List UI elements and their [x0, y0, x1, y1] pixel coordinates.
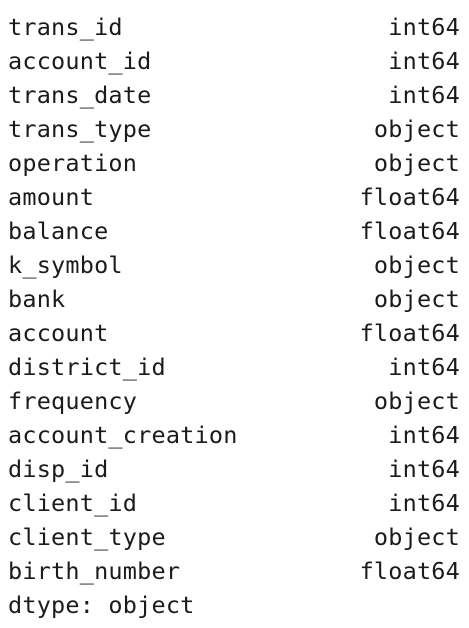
column-dtype: float64 [359, 217, 460, 245]
dtype-row: district_id int64 [8, 350, 460, 384]
column-dtype: int64 [388, 47, 460, 75]
column-name: birth_number [8, 557, 181, 585]
column-name: account_id [8, 47, 152, 75]
column-name: district_id [8, 353, 166, 381]
column-name: frequency [8, 387, 138, 415]
column-name: client_id [8, 489, 138, 517]
column-name: client_type [8, 523, 166, 551]
column-name: bank [8, 285, 66, 313]
dtype-row: trans_type object [8, 112, 460, 146]
column-dtype: int64 [388, 489, 460, 517]
column-dtype: float64 [359, 183, 460, 211]
column-name: account_creation [8, 421, 238, 449]
column-dtype: object [373, 251, 460, 279]
dtype-row: disp_id int64 [8, 452, 460, 486]
dtype-row: trans_id int64 [8, 10, 460, 44]
dtype-row: client_id int64 [8, 486, 460, 520]
dtype-row: account float64 [8, 316, 460, 350]
column-dtype: int64 [388, 421, 460, 449]
column-name: trans_type [8, 115, 152, 143]
column-dtype: object [373, 115, 460, 143]
dtype-row: birth_number float64 [8, 554, 460, 588]
column-dtype: int64 [388, 13, 460, 41]
column-name: operation [8, 149, 138, 177]
column-dtype: float64 [359, 319, 460, 347]
dtype-row: bank object [8, 282, 460, 316]
column-name: amount [8, 183, 95, 211]
dtype-summary: dtype: object [8, 591, 195, 619]
column-dtype: float64 [359, 557, 460, 585]
column-dtype: object [373, 387, 460, 415]
dtype-row: trans_date int64 [8, 78, 460, 112]
column-name: k_symbol [8, 251, 123, 279]
dtype-row: client_type object [8, 520, 460, 554]
dtypes-output: trans_id int64 account_id int64 trans_da… [8, 10, 460, 622]
column-dtype: object [373, 523, 460, 551]
column-name: trans_date [8, 81, 152, 109]
column-name: disp_id [8, 455, 109, 483]
column-dtype: int64 [388, 455, 460, 483]
column-dtype: int64 [388, 353, 460, 381]
dtype-row: k_symbol object [8, 248, 460, 282]
dtype-row: frequency object [8, 384, 460, 418]
dtype-row: amount float64 [8, 180, 460, 214]
column-name: trans_id [8, 13, 123, 41]
column-dtype: int64 [388, 81, 460, 109]
dtype-row: balance float64 [8, 214, 460, 248]
dtype-row: account_creation int64 [8, 418, 460, 452]
column-name: balance [8, 217, 109, 245]
column-name: account [8, 319, 109, 347]
dtype-row: account_id int64 [8, 44, 460, 78]
column-dtype: object [373, 149, 460, 177]
column-dtype: object [373, 285, 460, 313]
dtype-row: operation object [8, 146, 460, 180]
